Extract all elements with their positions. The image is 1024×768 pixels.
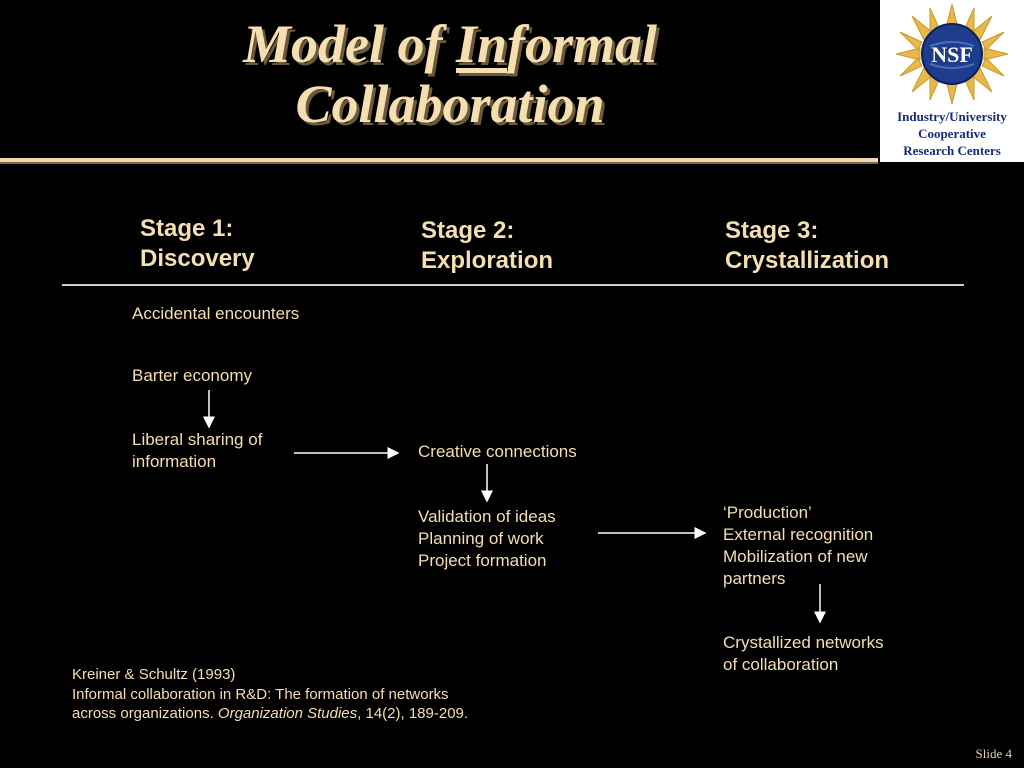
item-line: information	[132, 452, 217, 471]
title-line2: Collaboration	[295, 74, 605, 134]
stage-1-heading: Stage 1: Discovery	[140, 214, 255, 274]
citation-line: across organizations. Organization Studi…	[72, 704, 468, 724]
stage-2-number: Stage 2:	[421, 217, 515, 244]
citation-post: , 14(2), 189-209.	[357, 705, 469, 722]
item-line: Validation of ideas	[418, 507, 556, 526]
item-line: External recognition	[723, 525, 874, 544]
stage-2-name: Exploration	[421, 247, 554, 274]
logo-caption-line: Industry/University	[897, 109, 1007, 124]
item-liberal-sharing: Liberal sharing of information	[132, 429, 262, 473]
logo-caption-line: Research Centers	[903, 143, 1001, 158]
item-accidental-encounters: Accidental encounters	[132, 304, 300, 323]
citation: Kreiner & Schultz (1993) Informal collab…	[72, 665, 468, 724]
title-underlined: In	[455, 14, 507, 74]
item-crystallized-networks: Crystallized networks of collaboration	[723, 632, 884, 676]
citation-line: Informal collaboration in R&D: The forma…	[72, 685, 449, 703]
citation-line: Kreiner & Schultz (1993)	[72, 666, 236, 683]
item-validation-group: Validation of ideas Planning of work Pro…	[418, 506, 556, 572]
title-part2: formal	[507, 14, 658, 74]
stage-1-name: Discovery	[140, 245, 255, 272]
nsf-globe-icon	[895, 3, 1009, 105]
item-line: Mobilization of new	[723, 547, 868, 566]
nsf-logo: NSF Industry/University Cooperative Rese…	[880, 0, 1024, 162]
item-line: partners	[723, 569, 786, 588]
item-line: ‘Production’	[723, 503, 812, 522]
slide-title: Model of Informal Collaboration	[130, 14, 770, 134]
stage-2-heading: Stage 2: Exploration	[421, 216, 553, 276]
stage-3-name: Crystallization	[725, 247, 890, 274]
title-divider	[0, 158, 878, 162]
stage-1-number: Stage 1:	[140, 215, 234, 242]
stage-header-divider	[62, 284, 964, 286]
item-line: of collaboration	[723, 655, 839, 674]
item-creative-connections: Creative connections	[418, 442, 577, 461]
nsf-badge-text: NSF	[931, 42, 973, 67]
citation-journal: Organization Studies	[217, 705, 358, 722]
stage-3-heading: Stage 3: Crystallization	[725, 216, 889, 276]
item-barter-economy: Barter economy	[132, 366, 252, 385]
citation-pre: across organizations.	[72, 705, 218, 722]
slide-number: Slide 4	[975, 746, 1012, 761]
logo-caption-line: Cooperative	[918, 126, 986, 141]
logo-caption: Industry/University Cooperative Research…	[880, 108, 1024, 159]
stage-3-number: Stage 3:	[725, 217, 819, 244]
item-line: Project formation	[418, 551, 547, 570]
item-production-group: ‘Production’ External recognition Mobili…	[723, 502, 873, 590]
item-line: Liberal sharing of	[132, 430, 263, 449]
item-line: Crystallized networks	[723, 633, 884, 652]
item-line: Planning of work	[418, 529, 544, 548]
title-part1: Model of	[242, 14, 456, 74]
